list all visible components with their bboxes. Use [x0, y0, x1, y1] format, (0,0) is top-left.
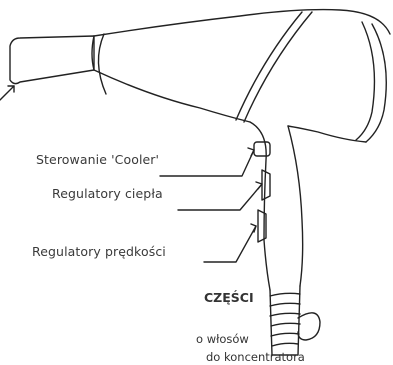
cooler-leader	[160, 150, 254, 176]
body-stripe-a	[236, 12, 302, 120]
parts-list-line-1: o włosów	[196, 332, 249, 346]
nozzle-pointer	[0, 86, 14, 100]
hanging-loop	[298, 313, 320, 340]
heat-control-label: Regulatory ciepła	[52, 186, 163, 201]
speed-control-label: Regulatory prędkości	[32, 244, 166, 259]
handle-front-edge	[250, 122, 270, 290]
heat-leader	[178, 184, 262, 210]
speed-leader	[204, 226, 256, 262]
body-top-edge	[94, 10, 390, 36]
nozzle-outline	[10, 36, 94, 84]
parts-list-line-2: do koncentratora	[206, 350, 305, 364]
rear-cap-inner	[356, 22, 374, 140]
rear-body-bottom	[288, 126, 366, 142]
cooler-button	[254, 142, 270, 156]
body-front-ring	[98, 34, 106, 94]
parts-section-title: CZĘŚCI	[204, 290, 254, 305]
body-stripe-b	[244, 12, 312, 122]
handle-back-edge	[288, 126, 303, 286]
cooler-control-label: Sterowanie 'Cooler'	[36, 152, 159, 167]
body-bottom-edge	[94, 70, 250, 122]
